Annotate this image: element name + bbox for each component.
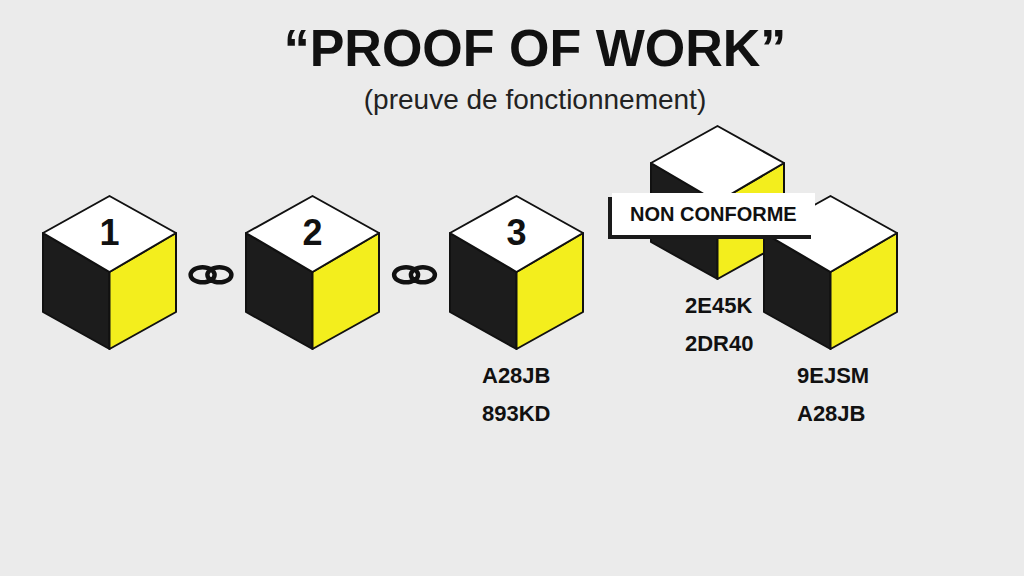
hash-label: 2DR40 xyxy=(685,333,753,355)
block-cube: 1 xyxy=(42,195,177,350)
block-number: 2 xyxy=(245,213,380,253)
status-badge: NON CONFORME xyxy=(612,193,815,235)
cube-top-face xyxy=(651,126,784,202)
block-cube: 3A28JB893KD xyxy=(449,195,584,350)
hash-label: A28JB xyxy=(482,365,550,387)
hash-label: 2E45K xyxy=(685,295,752,317)
chain-link xyxy=(191,267,232,282)
cube-top-face xyxy=(450,196,583,272)
block-cube: 2 xyxy=(245,195,380,350)
chain-link xyxy=(394,267,435,282)
cube-top-face xyxy=(764,196,897,272)
diagram-title: “PROOF OF WORK” xyxy=(284,18,787,78)
hash-label: A28JB xyxy=(797,403,865,425)
hash-label: 893KD xyxy=(482,403,550,425)
cube-top-face xyxy=(246,196,379,272)
block-number: 3 xyxy=(449,213,584,253)
hash-label: 9EJSM xyxy=(797,365,869,387)
block-number: 1 xyxy=(42,213,177,253)
badge-text: NON CONFORME xyxy=(630,203,797,225)
subtitle: (preuve de fonctionnement) xyxy=(364,84,706,116)
cube-top-face xyxy=(43,196,176,272)
